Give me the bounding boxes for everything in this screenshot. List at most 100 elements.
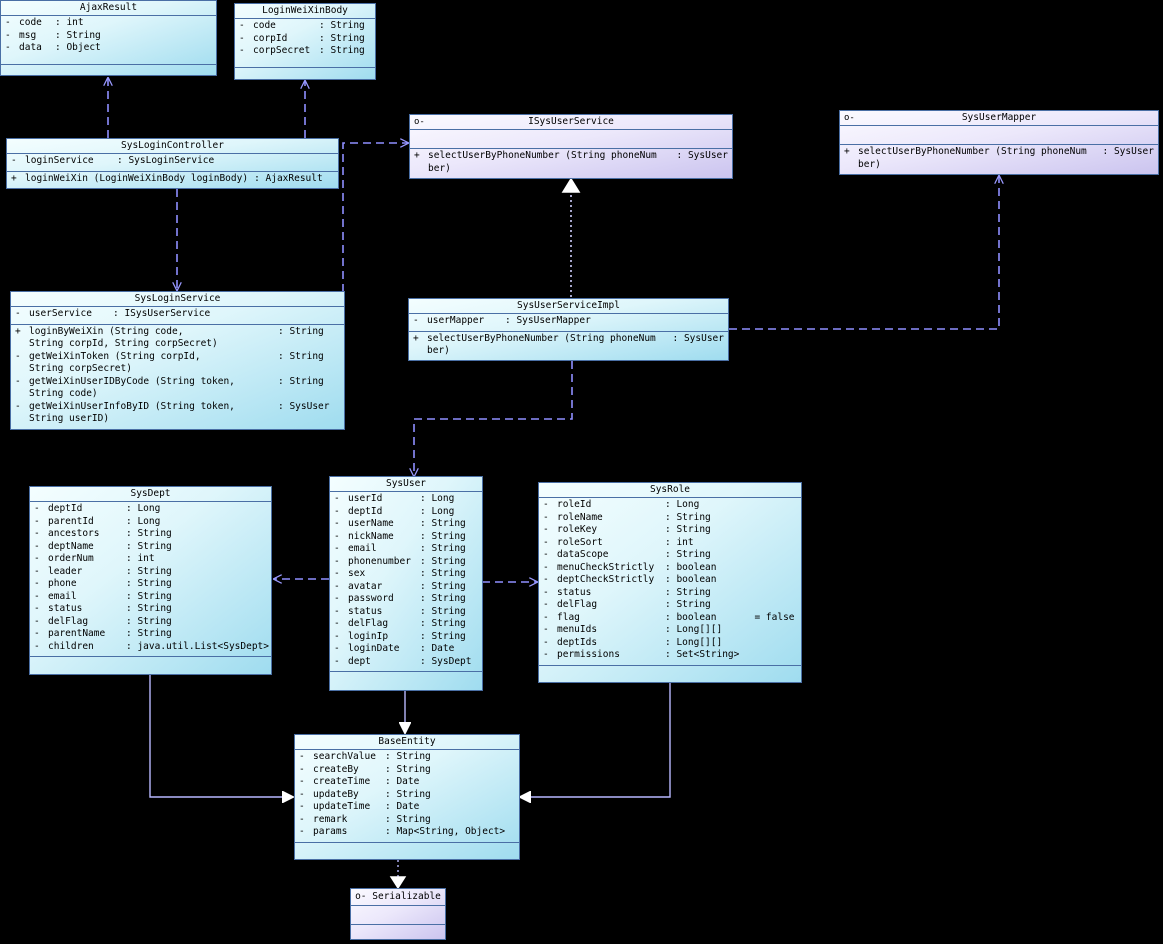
attribute-row: -roleKey: String [543,524,711,535]
attributes: -searchValue: String-createBy: String-cr… [295,750,519,843]
attributes [410,130,732,149]
class-name: LoginWeiXinBody [235,4,375,19]
interface-name: o-ISysUserService [410,115,732,130]
attribute-row: -deptName: String [34,540,172,552]
attribute-row: -updateTime: Date [299,801,420,812]
interface-name: o-SysUserMapper [840,111,1158,126]
attribute-row: -userName: String [334,518,466,529]
operation-row: +loginWeiXin (LoginWeiXinBody loginBody)… [11,172,323,184]
attribute-row: -delFlag: String [334,618,466,629]
attribute-row: -loginIp: String [334,630,466,642]
class-sysuserserviceimpl[interactable]: SysUserServiceImpl -userMapper: SysUserM… [408,298,729,361]
attribute-row: -parentName: String [34,628,172,639]
attribute-row: -password: String [334,593,466,604]
attribute-row: -deptIds: Long[][] [543,636,723,648]
operations [330,672,482,676]
attribute-row: -userMapper: SysUserMapper [413,315,591,326]
generalization-sysdept-baseentity [149,675,293,797]
operation-row: -getWeiXinUserInfoByID (String token,: S… [15,400,330,412]
operation-row: +selectUserByPhoneNumber (String phoneNu… [413,332,724,344]
attribute-row: -email: String [34,590,172,602]
dependency-loginservice-isysuserservice [342,143,408,292]
attributes: -code: String -corpId: String -corpSecre… [235,19,375,68]
class-ajaxresult[interactable]: AjaxResult -code: int -msg: String -data… [0,0,217,76]
attribute-row: -dept: SysDept [334,655,472,667]
attribute-row: -ancestors: String [34,528,172,539]
attribute-row: -orderNum: int [34,553,155,564]
attribute-row: -corpId: String [239,32,365,44]
class-syslogincontroller[interactable]: SysLoginController -loginService: SysLog… [6,138,339,189]
attribute-row: -sex: String [334,568,466,579]
class-name: SysLoginController [7,139,338,154]
attribute-row: -data: Object [5,42,101,53]
attribute-row: -updateBy: String [299,788,431,800]
operations [30,657,271,661]
attributes: -code: int -msg: String -data: Object [1,16,216,65]
default-value: = false [754,611,795,623]
attribute-row: -status: String [34,603,172,614]
operation-continuation: ber) [427,345,450,356]
operation-row: -getWeiXinUserIDByCode (String token,: S… [15,375,324,387]
operations: +selectUserByPhoneNumber (String phoneNu… [410,149,732,178]
attribute-row: -loginDate: Date [334,643,455,654]
attribute-row: -status: String [543,586,711,598]
operation-row: +selectUserByPhoneNumber (String phoneNu… [414,150,728,161]
class-name: SysUserServiceImpl [409,299,728,314]
class-sysdept[interactable]: SysDept -deptId: Long-parentId: Long-anc… [29,486,272,675]
operations: +loginWeiXin (LoginWeiXinBody loginBody)… [7,172,338,189]
attribute-row: -searchValue: String [299,751,431,762]
class-baseentity[interactable]: BaseEntity -searchValue: String-createBy… [294,734,520,860]
realization-arrowhead [561,177,581,193]
attribute-row: -loginService: SysLoginService [11,155,215,166]
operation-continuation: String code) [29,388,98,399]
attribute-row: -nickName: String [334,530,466,542]
operation-row: +selectUserByPhoneNumber (String phoneNu… [844,146,1154,157]
class-name: AjaxResult [1,1,216,16]
attributes: -roleId: Long-roleName: String-roleKey: … [539,498,801,666]
attribute-row: -children: java.util.List<SysDept> [34,640,269,652]
attribute-row: -parentId: Long [34,515,161,527]
class-name: SysUser [330,477,482,492]
realization-serializable-arrowhead [389,876,407,890]
operation-row: +loginByWeiXin (String code,: String [15,325,324,337]
attribute-row: -deptId: Long [334,505,455,517]
class-name: SysDept [30,487,271,502]
operation-row: -getWeiXinToken (String corpId,: String [15,350,324,362]
attribute-row: -flag: boolean= false [543,611,795,623]
operation-continuation: String corpSecret) [29,363,132,374]
attributes [840,126,1158,145]
attributes: -deptId: Long-parentId: Long-ancestors: … [30,502,271,657]
interface-sysusermapper[interactable]: o-SysUserMapper +selectUserByPhoneNumber… [839,110,1159,175]
interface-isysuserservice[interactable]: o-ISysUserService +selectUserByPhoneNumb… [409,114,733,179]
class-name: BaseEntity [295,735,519,750]
attribute-row: -menuCheckStrictly: boolean [543,561,717,573]
operation-continuation: String corpId, String corpSecret) [29,338,218,349]
attribute-row: -deptCheckStrictly: boolean [543,574,717,585]
interface-serializable[interactable]: o- Serializable [350,888,446,940]
operations: +selectUserByPhoneNumber (String phoneNu… [409,332,728,361]
class-sysloginservice[interactable]: SysLoginService -userService: ISysUserSe… [10,291,345,430]
class-name: SysRole [539,483,801,498]
operations: +loginByWeiXin (String code,: String Str… [11,325,344,429]
attribute-row: -code: String [239,20,365,31]
class-loginweixinbody[interactable]: LoginWeiXinBody -code: String -corpId: S… [234,3,376,80]
attributes: -userId: Long-deptId: Long-userName: Str… [330,492,482,672]
operations [539,666,801,670]
attribute-row: -userService: ISysUserService [15,308,211,319]
generalization-sysrole-baseentity [520,683,671,797]
attribute-row: -dataScope: String [543,549,711,560]
attribute-row: -delFlag: String [543,599,711,610]
class-sysrole[interactable]: SysRole -roleId: Long-roleName: String-r… [538,482,802,683]
class-sysuser[interactable]: SysUser -userId: Long-deptId: Long-userN… [329,476,483,691]
operation-continuation: ber) [858,158,881,170]
attributes [351,906,445,925]
operations [351,925,445,929]
attribute-row: -remark: String [299,813,431,825]
interface-name: o- Serializable [351,889,445,906]
attributes: -userService: ISysUserService [11,307,344,325]
interface-icon: o- [414,117,425,127]
attribute-row: -menuIds: Long[][] [543,624,723,635]
interface-icon: o- [844,113,855,123]
attribute-row: -phone: String [34,578,172,589]
